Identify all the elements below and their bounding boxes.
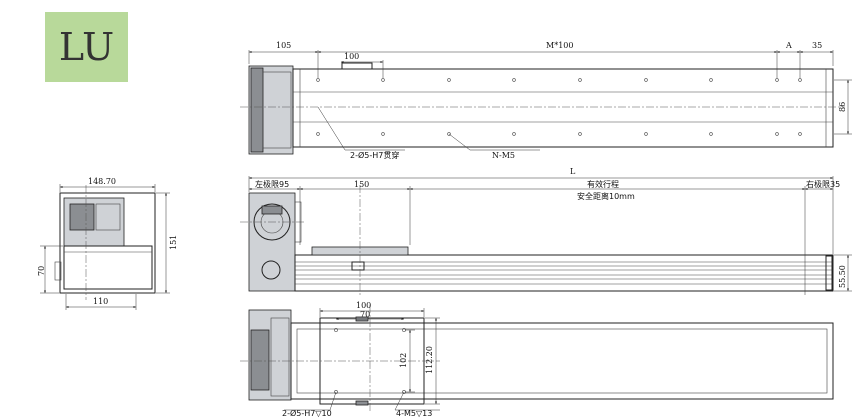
dim-height-55-50: 55.50 — [838, 265, 847, 288]
callout-pin-holes-top: 2-Ø5-H7贯穿 — [350, 150, 399, 160]
dim-base-110: 110 — [93, 297, 108, 306]
dim-h-102: 102 — [399, 353, 408, 368]
dim-total-l: L — [570, 167, 576, 176]
dim-width-86: 86 — [838, 102, 847, 112]
dim-right-limit: 右极限35 — [806, 179, 840, 189]
end-view: 148.70 151 70 110 — [37, 177, 178, 310]
front-view: L 左极限95 150 有效行程 安全距离10mm 右极限35 55.50 — [240, 167, 852, 295]
dim-pitch-100: 100 — [344, 52, 359, 61]
dim-a: A — [785, 41, 792, 50]
dim-height-151: 151 — [169, 235, 178, 250]
dim-w-100: 100 — [356, 301, 371, 310]
dim-carriage-150: 150 — [354, 180, 369, 189]
dim-height-70: 70 — [37, 266, 46, 276]
top-rail-body — [292, 68, 834, 148]
dim-motor-len: 105 — [276, 41, 291, 50]
callout-n-holes: N-M5 — [492, 151, 515, 160]
bottom-rail — [290, 322, 834, 400]
front-rail — [294, 254, 834, 292]
dim-end-35: 35 — [812, 41, 822, 50]
bottom-view: 100 70 102 112.20 2-Ø5-H7▽10 4-M5▽13 — [240, 301, 834, 418]
dim-m-pitch: M*100 — [546, 41, 573, 50]
top-view: 105 100 M*100 A 35 86 2-Ø5-H7贯穿 N-M5 — [240, 41, 852, 160]
dim-width-148-70: 148.70 — [88, 177, 116, 186]
dim-w-70: 70 — [360, 310, 370, 319]
callout-tapped-holes: 4-M5▽13 — [396, 409, 432, 418]
end-view-outline — [59, 192, 156, 294]
dim-left-limit: 左极限95 — [255, 179, 289, 189]
dim-h-112-20: 112.20 — [425, 346, 434, 374]
model-badge-label: LU — [58, 25, 115, 69]
dim-stroke: 有效行程 — [587, 179, 619, 189]
model-badge: LU — [45, 12, 128, 82]
dim-safety: 安全距离10mm — [577, 191, 635, 201]
callout-pin-holes-bottom: 2-Ø5-H7▽10 — [282, 408, 332, 418]
